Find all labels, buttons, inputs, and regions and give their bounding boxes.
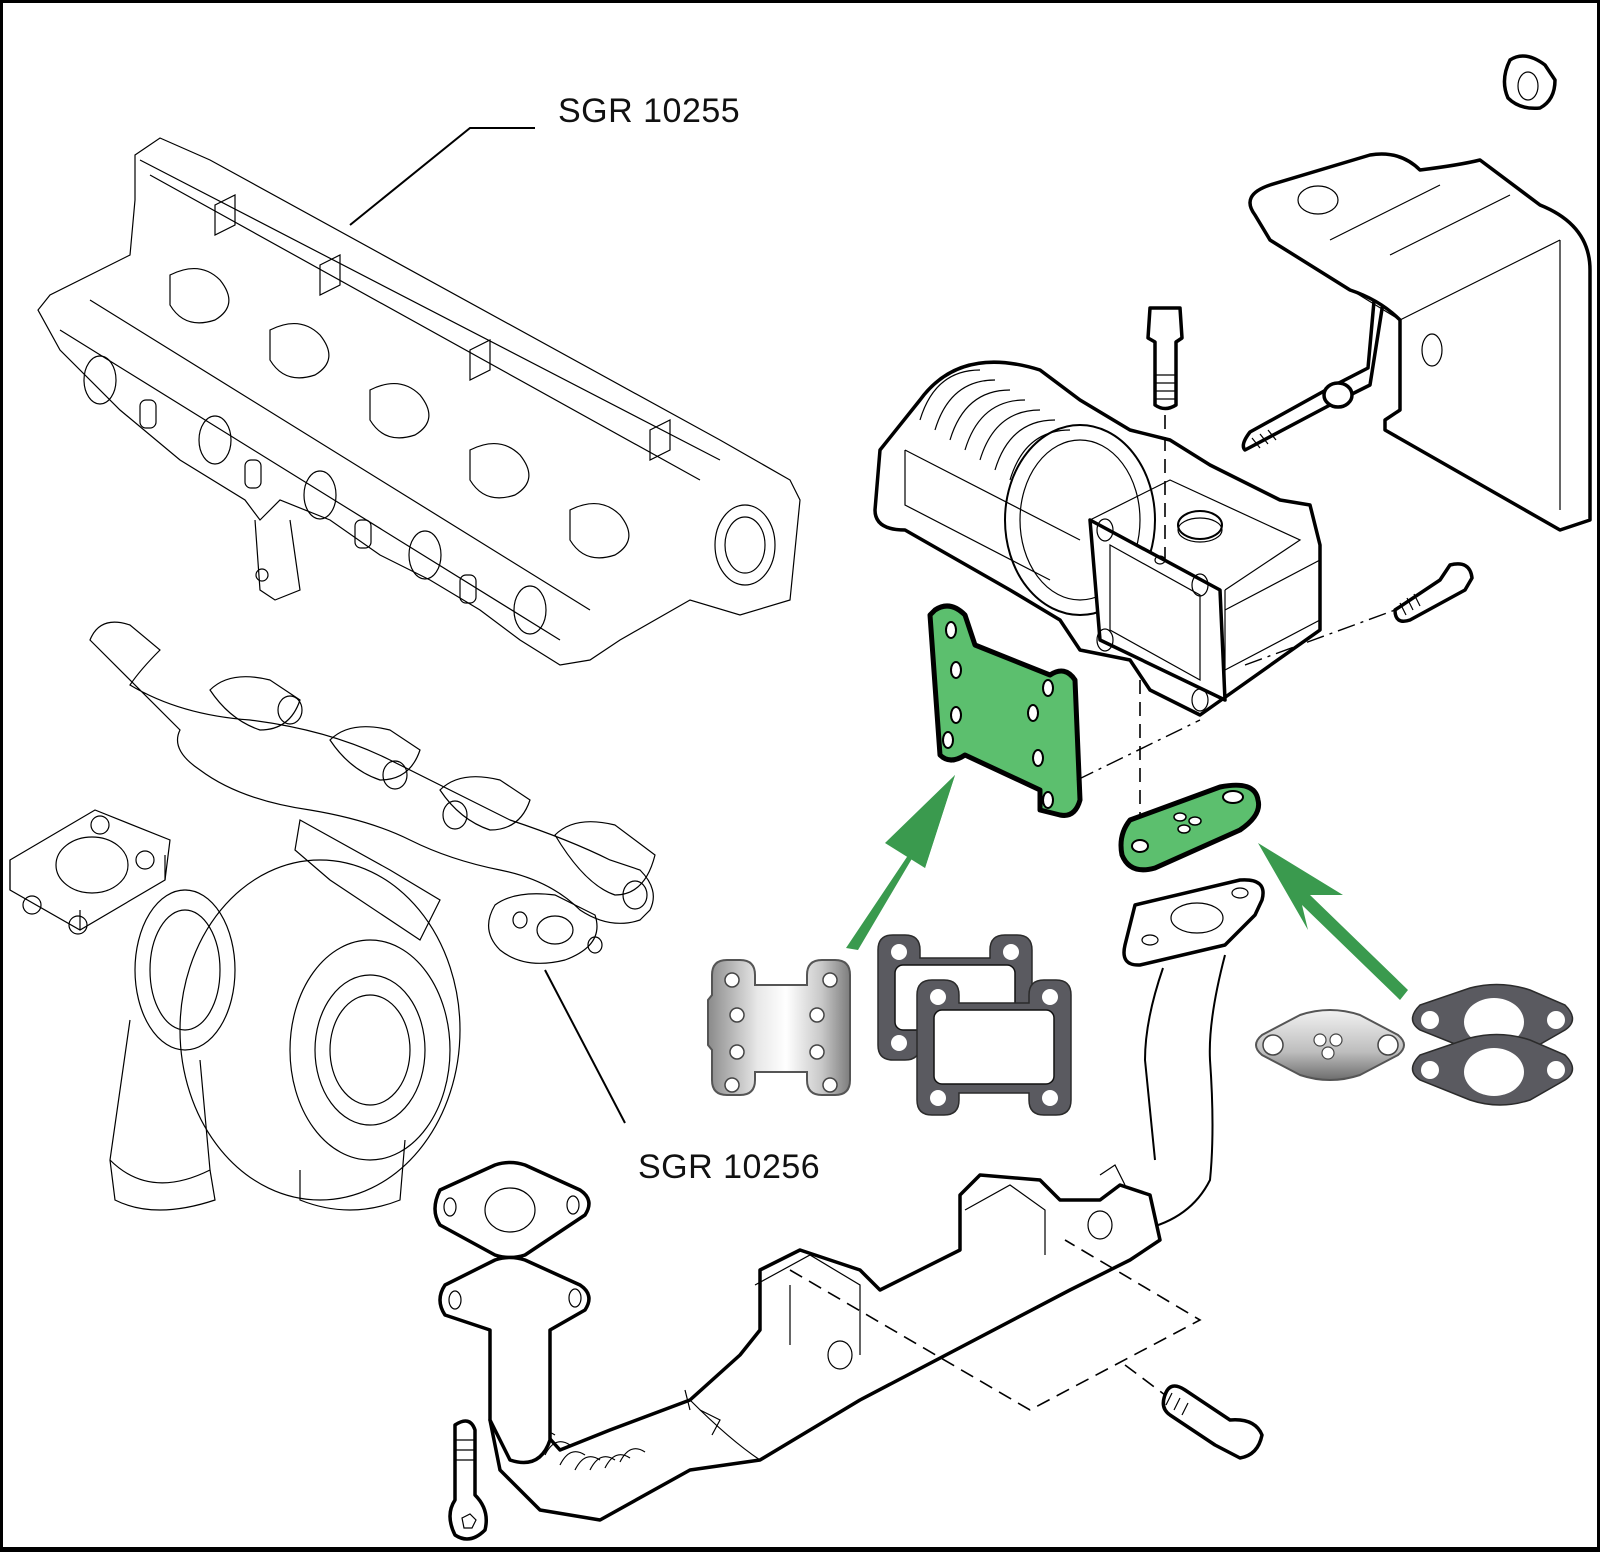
intake-manifold (37, 137, 801, 666)
label-sgr-10255: SGR 10255 (558, 92, 741, 130)
kit-oval-gasket-back (1411, 983, 1574, 1056)
egr-valve (873, 360, 1322, 717)
egr-bracket (1248, 152, 1592, 532)
bolt-lower-left (448, 1419, 488, 1541)
lower-pipe-flange (433, 1160, 591, 1465)
egr-valve-gasket-highlight (927, 603, 1083, 818)
dash-line-gasket (1076, 719, 1201, 781)
bolt-lower-right (1161, 1384, 1264, 1460)
kit-rect-blanking-plate (707, 959, 851, 1096)
bolt-side (1393, 562, 1474, 623)
kit-oval-blanking-plate (1255, 1009, 1405, 1081)
egr-cooler (488, 1164, 1162, 1522)
egr-pipe (1122, 878, 1265, 1231)
bolt-vertical (1146, 306, 1184, 411)
label-sgr-10256: SGR 10256 (638, 1148, 821, 1186)
arrow-to-valve-gasket (846, 775, 955, 950)
leader-line-10255 (349, 127, 535, 226)
flange-nut (1502, 54, 1557, 111)
dashdot-line-side (1244, 609, 1396, 666)
kit-rect-gasket-front (916, 979, 1072, 1116)
exhaust-manifold-turbo (9, 621, 656, 1211)
dash-box-mounting (789, 1239, 1202, 1411)
leader-line-10256 (544, 969, 626, 1124)
egr-pipe-gasket-highlight (1118, 782, 1262, 873)
stud-bolt (1241, 288, 1387, 452)
arrow-to-pipe-gasket (1258, 843, 1408, 1000)
dash-line-bolt (1124, 1364, 1166, 1396)
kit-oval-gasket-front (1411, 1033, 1574, 1106)
